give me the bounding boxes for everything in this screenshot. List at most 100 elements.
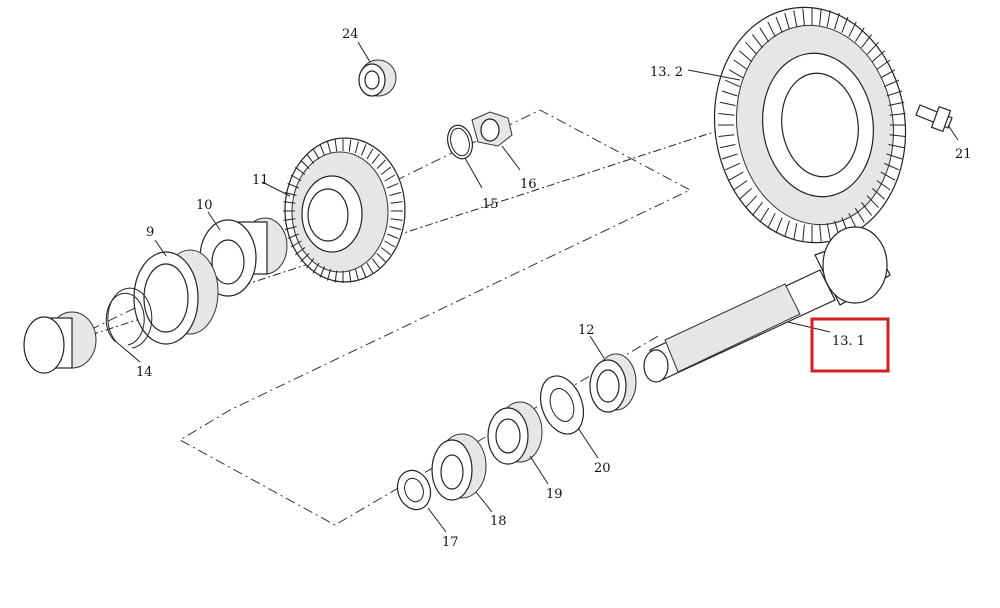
part-18-gear[interactable]: [431, 433, 487, 501]
leader-13-2: [687, 69, 741, 81]
part-21-bolt[interactable]: [915, 104, 953, 133]
gear-tooth: [883, 79, 900, 88]
label-9: 9: [146, 225, 154, 240]
gear-tooth: [759, 207, 770, 223]
part-15-snap-ring[interactable]: [444, 122, 476, 161]
label-17: 17: [442, 535, 459, 550]
gear-tooth: [784, 12, 790, 30]
gear-tooth: [888, 144, 905, 149]
leader-17: [427, 507, 447, 533]
gear-tooth: [384, 240, 396, 248]
highlight-box-13-1: [810, 317, 890, 373]
gear-tooth: [854, 27, 865, 43]
gear-tooth: [733, 59, 748, 70]
gear-tooth: [886, 153, 903, 160]
gear-tooth: [866, 195, 879, 209]
gear-tooth: [854, 207, 865, 223]
gear-tooth: [889, 134, 906, 137]
gear-tooth: [738, 50, 753, 62]
gear-tooth: [312, 148, 320, 160]
gear-tooth: [287, 233, 299, 240]
gear-tooth: [387, 182, 399, 189]
gear-tooth: [733, 180, 748, 191]
gear-tooth: [327, 141, 332, 154]
leader-9: [154, 239, 167, 257]
gear-tooth: [745, 195, 758, 209]
gear-tooth: [360, 144, 367, 156]
gear-tooth: [300, 253, 310, 263]
leader-12: [589, 335, 605, 359]
gear-tooth: [354, 141, 359, 154]
gear-tooth: [752, 34, 763, 49]
gear-tooth: [728, 69, 744, 79]
gear-tooth: [784, 220, 790, 238]
gear-tooth: [366, 262, 374, 274]
gear-tooth: [752, 201, 763, 216]
part-19-bearing[interactable]: [487, 401, 543, 465]
leader-19: [529, 455, 549, 485]
part-12-bearing[interactable]: [589, 353, 637, 413]
gear-tooth: [738, 188, 753, 200]
part-13-2-crown-gear[interactable]: [700, 0, 921, 255]
part-14-circlip[interactable]: [105, 287, 153, 349]
gear-tooth: [319, 266, 326, 278]
gear-tooth: [287, 182, 299, 189]
gear-tooth: [721, 153, 738, 160]
gear-tooth: [389, 226, 402, 231]
label-11: 11: [252, 173, 269, 188]
label-13-2: 13. 2: [650, 65, 683, 80]
gear-tooth: [724, 79, 741, 88]
gear-tooth: [866, 41, 879, 55]
gear-tooth: [380, 166, 391, 175]
gear-tooth: [871, 50, 886, 62]
part-17-washer[interactable]: [392, 466, 436, 515]
part-24-bushing[interactable]: [358, 59, 397, 97]
part-9-sleeve[interactable]: [133, 249, 219, 345]
gear-tooth: [841, 16, 849, 33]
gear-tooth: [826, 10, 831, 27]
gear-tooth: [295, 247, 306, 256]
part-16-nut[interactable]: [471, 111, 513, 147]
leader-10: [207, 211, 221, 231]
gear-tooth: [834, 12, 840, 30]
gear-tooth: [883, 162, 900, 171]
gear-tooth: [283, 201, 296, 204]
leader-11: [261, 181, 291, 197]
gear-tooth: [802, 224, 805, 242]
gear-tooth: [880, 69, 896, 79]
leader-18: [475, 491, 493, 513]
gear-tooth: [284, 226, 297, 231]
part-left-small-gear[interactable]: [23, 311, 97, 374]
gear-tooth: [719, 144, 736, 149]
leader-21: [947, 124, 959, 141]
label-14: 14: [136, 365, 153, 380]
gear-tooth: [389, 191, 402, 196]
gear-tooth: [718, 113, 735, 116]
gear-tooth: [284, 191, 297, 196]
gear-tooth: [861, 201, 872, 216]
gear-tooth: [360, 266, 367, 278]
gear-tooth: [719, 101, 736, 106]
leader-20: [577, 427, 599, 459]
part-11-spur-gear[interactable]: [283, 137, 406, 283]
part-20-washer[interactable]: [533, 370, 591, 440]
label-13-1[interactable]: 13. 1: [832, 334, 865, 349]
gear-tooth: [295, 166, 306, 175]
gear-tooth: [826, 223, 831, 240]
leader-13-1: [787, 321, 831, 333]
gear-tooth: [348, 270, 352, 283]
gear-tooth: [319, 144, 326, 156]
gear-tooth: [819, 8, 822, 26]
gear-tooth: [886, 90, 903, 97]
leader-16: [501, 145, 521, 171]
gear-tooth: [767, 212, 776, 229]
label-24: 24: [342, 27, 359, 42]
part-13-1-pinion-shaft[interactable]: [643, 226, 891, 383]
label-16: 16: [520, 177, 537, 192]
gear-tooth: [802, 8, 805, 26]
gear-tooth: [300, 159, 310, 169]
gear-tooth: [876, 59, 891, 70]
gear-tooth: [387, 233, 399, 240]
gear-tooth: [376, 253, 386, 263]
gear-tooth: [793, 10, 798, 27]
